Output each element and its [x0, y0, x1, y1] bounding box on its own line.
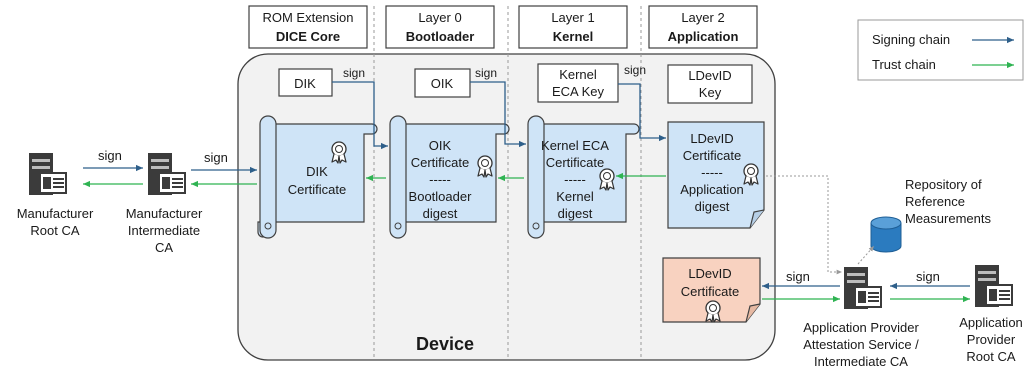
- svg-text:digest: digest: [558, 206, 593, 221]
- svg-text:-----: -----: [701, 165, 723, 180]
- layer-header-kernel: Layer 1 Kernel: [518, 5, 628, 49]
- svg-text:LDevID: LDevID: [688, 68, 731, 83]
- ldevid-key-box: LDevID Key: [667, 64, 753, 104]
- sign-label-mfr-root: sign: [98, 148, 122, 163]
- repository-database-icon: [870, 216, 902, 253]
- repository-label-2: Reference: [905, 194, 965, 209]
- manufacturer-arrows: [83, 164, 257, 188]
- sign-label-dik: sign: [343, 66, 365, 80]
- svg-text:Signing chain: Signing chain: [872, 32, 950, 47]
- svg-text:Kernel ECA: Kernel ECA: [541, 138, 609, 153]
- svg-text:Bootloader: Bootloader: [406, 29, 475, 44]
- device-trust-arrows: [366, 172, 666, 182]
- manufacturer-root-ca-server-icon: [28, 152, 67, 196]
- svg-text:Certificate: Certificate: [288, 182, 347, 197]
- app-root-ca-label-1: Application: [959, 315, 1023, 330]
- manufacturer-root-ca-label-1: Manufacturer: [17, 206, 94, 221]
- repository-label-3: Measurements: [905, 211, 991, 226]
- app-provider-arrows: [762, 282, 970, 303]
- sign-label-mfr-int: sign: [204, 150, 228, 165]
- svg-text:DICE Core: DICE Core: [276, 29, 340, 44]
- dik-certificate: DIK Certificate: [257, 115, 378, 239]
- svg-text:Layer 0: Layer 0: [418, 10, 461, 25]
- kernel-eca-certificate: Kernel ECA Certificate ----- Kernel dige…: [527, 115, 640, 239]
- sign-label-kernel: sign: [624, 63, 646, 77]
- app-root-ca-label-2: Provider: [967, 332, 1016, 347]
- oik-key-box: OIK: [414, 68, 471, 98]
- svg-text:Key: Key: [699, 85, 722, 100]
- sign-label-app-root: sign: [916, 269, 940, 284]
- legend: Signing chain Trust chain: [857, 19, 1024, 81]
- svg-text:-----: -----: [564, 172, 586, 187]
- device-label: Device: [416, 334, 474, 354]
- app-attestation-label-3: Intermediate CA: [814, 354, 908, 366]
- app-attestation-server-icon: [843, 266, 882, 310]
- app-attestation-label-2: Attestation Service /: [803, 337, 919, 352]
- svg-text:Bootloader: Bootloader: [409, 189, 473, 204]
- svg-text:DIK: DIK: [294, 76, 316, 91]
- svg-text:Kernel: Kernel: [556, 189, 594, 204]
- ldevid-certificate: LDevID Certificate ----- Application dig…: [667, 121, 765, 229]
- svg-text:LDevID: LDevID: [688, 266, 731, 281]
- svg-text:ROM Extension: ROM Extension: [262, 10, 353, 25]
- manufacturer-intermediate-ca-server-icon: [147, 152, 186, 196]
- svg-text:LDevID: LDevID: [690, 131, 733, 146]
- svg-text:Trust chain: Trust chain: [872, 57, 936, 72]
- oik-certificate: OIK Certificate ----- Bootloader digest: [389, 115, 510, 239]
- app-attestation-label-1: Application Provider: [803, 320, 919, 335]
- layer-separators: [373, 6, 642, 360]
- layer-header-bootloader: Layer 0 Bootloader: [385, 5, 495, 49]
- sign-label-oik: sign: [475, 66, 497, 80]
- kernel-eca-key-box: Kernel ECA Key: [537, 63, 619, 103]
- svg-text:Certificate: Certificate: [546, 155, 605, 170]
- repository-label-1: Repository of: [905, 177, 982, 192]
- key-sign-arrows: [332, 81, 666, 150]
- svg-text:Layer 1: Layer 1: [551, 10, 594, 25]
- sign-label-attestation: sign: [786, 269, 810, 284]
- svg-text:Certificate: Certificate: [683, 148, 742, 163]
- svg-text:Certificate: Certificate: [681, 284, 740, 299]
- layer-header-application: Layer 2 Application: [648, 5, 758, 49]
- svg-text:digest: digest: [695, 199, 730, 214]
- ldevid-external-certificate: LDevID Certificate: [662, 257, 761, 323]
- manufacturer-int-ca-label-3: CA: [155, 240, 173, 255]
- svg-text:OIK: OIK: [429, 138, 452, 153]
- app-root-ca-server-icon: [974, 264, 1013, 308]
- svg-text:Kernel: Kernel: [559, 67, 597, 82]
- manufacturer-int-ca-label-1: Manufacturer: [126, 206, 203, 221]
- svg-text:-----: -----: [429, 172, 451, 187]
- layer-header-dice-core: ROM Extension DICE Core: [248, 5, 368, 49]
- manufacturer-int-ca-label-2: Intermediate: [128, 223, 200, 238]
- svg-text:ECA Key: ECA Key: [552, 84, 605, 99]
- svg-text:Kernel: Kernel: [553, 29, 593, 44]
- manufacturer-root-ca-label-2: Root CA: [30, 223, 79, 238]
- svg-text:OIK: OIK: [431, 76, 454, 91]
- svg-text:Layer 2: Layer 2: [681, 10, 724, 25]
- svg-text:Application: Application: [680, 182, 744, 197]
- svg-text:digest: digest: [423, 206, 458, 221]
- svg-text:Application: Application: [668, 29, 739, 44]
- attestation-dotted-links: [766, 175, 875, 275]
- svg-text:Certificate: Certificate: [411, 155, 470, 170]
- svg-text:DIK: DIK: [306, 164, 328, 179]
- dik-key-box: DIK: [278, 68, 333, 97]
- app-root-ca-label-3: Root CA: [966, 349, 1015, 364]
